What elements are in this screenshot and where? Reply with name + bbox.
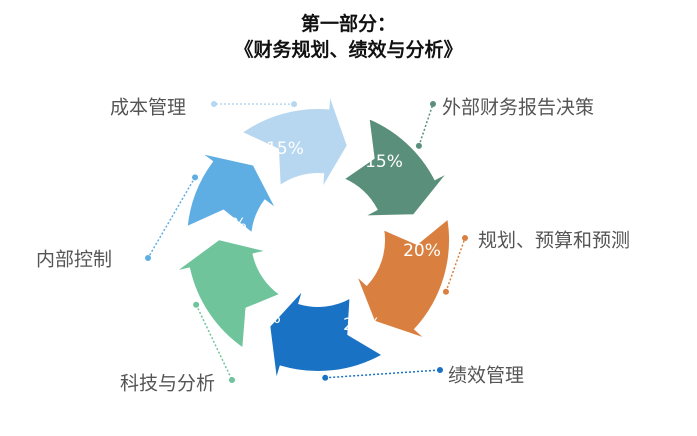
segment-category-label: 外部财务报告决策 (442, 97, 594, 119)
leader-dot (430, 101, 436, 107)
leader-dot (322, 374, 329, 381)
leader-dot (229, 377, 235, 383)
leader-dot (442, 288, 449, 295)
cycle-arrow-segment (341, 116, 450, 218)
leader-line (195, 304, 233, 381)
segment-category-label: 成本管理 (110, 97, 186, 119)
segment-category-label: 科技与分析 (120, 373, 215, 395)
leader-dot (291, 101, 298, 108)
segment-percent-label: 15% (209, 215, 247, 235)
segment-percent-label: 15% (365, 152, 403, 172)
leader-line (325, 369, 441, 379)
leader-dot (193, 301, 200, 308)
leader-dot (211, 101, 217, 107)
diagram-title-line1: 第一部分： (300, 13, 396, 35)
segment-percent-label: 20% (403, 241, 441, 261)
leader-dot (437, 367, 443, 373)
segment-percent-label: 15% (266, 139, 304, 159)
cycle-arrow-segment (268, 288, 385, 382)
segment-category-label: 绩效管理 (448, 365, 524, 387)
diagram-title-line2: 《财务规划、绩效与分析》 (234, 39, 463, 61)
cycle-arrow-segment (173, 238, 283, 351)
leader-line (418, 103, 434, 147)
leader-dot (192, 174, 199, 181)
leader-dot (462, 235, 468, 241)
leader-dot (145, 255, 151, 261)
leader-line (147, 176, 196, 259)
segment-category-label: 规划、预算和预测 (478, 230, 630, 252)
segment-percent-label: 20% (343, 315, 381, 335)
cycle-arrow-segment (185, 151, 278, 236)
leader-line (445, 237, 466, 292)
cycle-arrow-segment (354, 216, 451, 341)
segment-percent-label: 15% (243, 308, 281, 328)
leader-dot (415, 142, 422, 149)
cycle-arrow-segment (239, 93, 349, 190)
segment-category-label: 内部控制 (36, 249, 112, 271)
